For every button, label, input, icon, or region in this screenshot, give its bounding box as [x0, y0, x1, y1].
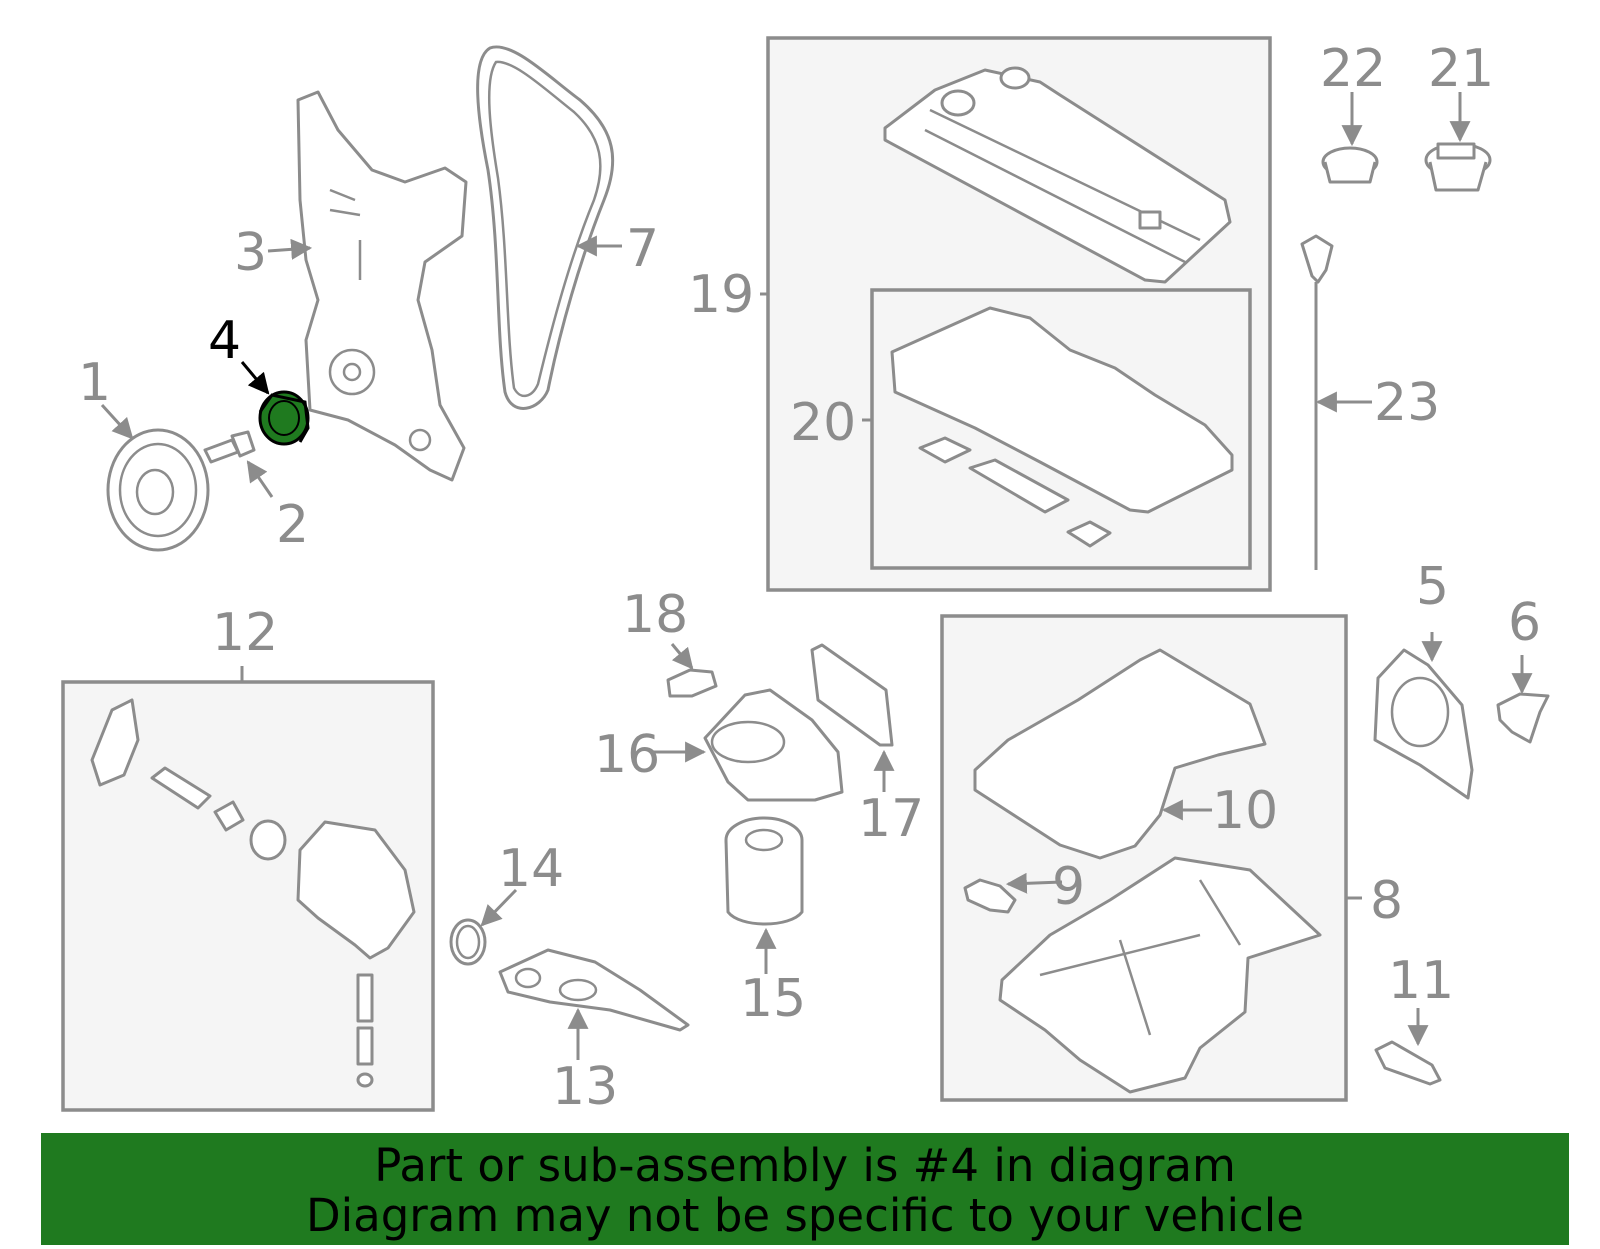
callout-21: 21 [1428, 39, 1494, 99]
callout-5: 5 [1416, 557, 1449, 617]
valve-cover-part[interactable] [883, 66, 1232, 284]
callout-1: 1 [78, 353, 111, 413]
banner-line-disclaimer: Diagram may not be specific to your vehi… [306, 1189, 1304, 1242]
callout-20: 20 [790, 393, 856, 453]
callout-14: 14 [498, 839, 564, 899]
leader-lines [100, 92, 1533, 1060]
crank-pulley-part[interactable] [106, 428, 210, 552]
oil-pan-part[interactable] [998, 856, 1322, 1094]
clip-6-part[interactable] [1496, 692, 1550, 744]
oil-pump-part[interactable] [90, 698, 416, 1088]
callout-12: 12 [212, 603, 278, 663]
callout-2: 2 [276, 495, 309, 555]
bolt-18-part[interactable] [666, 668, 718, 698]
callout-labels: 1 2 3 4 7 19 20 22 21 23 12 14 13 18 16 … [78, 39, 1541, 1117]
callout-13: 13 [552, 1057, 618, 1117]
pulley-bolt-part[interactable] [203, 430, 256, 464]
callout-3: 3 [234, 223, 267, 283]
oil-filter-housing-part[interactable] [703, 688, 844, 802]
callout-4: 4 [208, 311, 241, 371]
valve-cover-gasket-part[interactable] [890, 306, 1234, 548]
info-banner: Part or sub-assembly is #4 in diagram Di… [41, 1133, 1569, 1245]
callout-8: 8 [1370, 871, 1403, 931]
callout-16: 16 [594, 725, 660, 785]
oil-filler-cap-part[interactable] [1424, 142, 1492, 192]
drain-plug-part[interactable] [1374, 1040, 1442, 1086]
rear-seal-retainer-part[interactable] [1373, 648, 1474, 800]
callout-7: 7 [626, 219, 659, 279]
callout-23: 23 [1374, 373, 1440, 433]
callout-9: 9 [1052, 857, 1085, 917]
oil-pickup-part[interactable] [498, 948, 690, 1032]
callout-6: 6 [1508, 593, 1541, 653]
oil-pan-gasket-part[interactable] [973, 648, 1267, 860]
oil-filler-neck-part[interactable] [1321, 146, 1379, 184]
timing-chain-part[interactable] [476, 45, 615, 410]
banner-line-part-number: Part or sub-assembly is #4 in diagram [374, 1139, 1236, 1192]
callout-17: 17 [858, 789, 924, 849]
callout-19: 19 [688, 265, 754, 325]
housing-gasket-part[interactable] [810, 643, 894, 747]
callout-11: 11 [1388, 951, 1454, 1011]
dipstick-part[interactable] [1300, 234, 1334, 570]
timing-cover-part[interactable] [296, 90, 468, 482]
o-ring-part[interactable] [449, 918, 487, 966]
oil-filter-part[interactable] [724, 816, 804, 926]
callout-22: 22 [1320, 39, 1386, 99]
callout-15: 15 [740, 969, 806, 1029]
oil-level-sensor-part[interactable] [963, 878, 1017, 914]
front-crank-seal-part-highlighted[interactable] [258, 390, 310, 446]
callout-10: 10 [1212, 781, 1278, 841]
callout-18: 18 [622, 585, 688, 645]
